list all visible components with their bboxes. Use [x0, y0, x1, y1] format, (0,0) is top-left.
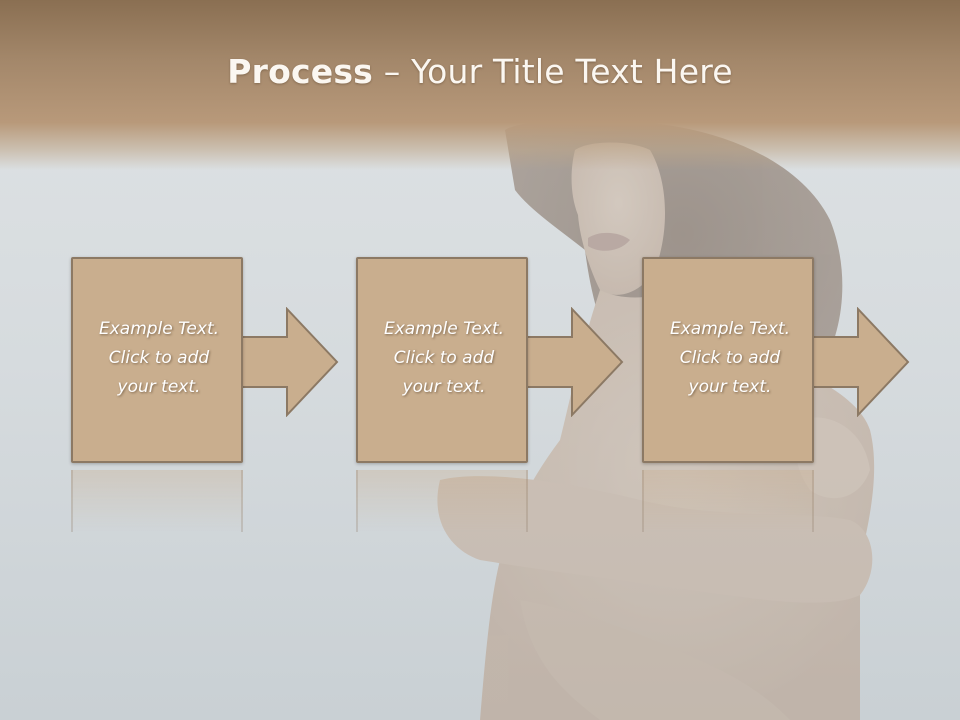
process-step-1[interactable]: Example Text. Click to add your text. — [71, 257, 391, 469]
right-arrow-icon — [812, 307, 910, 417]
step-box[interactable]: Example Text. Click to add your text. — [71, 257, 243, 463]
step-text[interactable]: Example Text. Click to add your text. — [669, 319, 791, 397]
step-box[interactable]: Example Text. Click to add your text. — [356, 257, 528, 463]
step-text[interactable]: Example Text. Click to add your text. — [383, 319, 505, 397]
step-reflection — [642, 470, 814, 532]
right-arrow-icon — [241, 307, 339, 417]
step-reflection — [71, 470, 243, 532]
slide-title[interactable]: Process – Your Title Text Here — [0, 52, 960, 91]
process-step-2[interactable]: Example Text. Click to add your text. — [356, 257, 676, 469]
slide-title-bold: Process — [227, 52, 374, 91]
step-text[interactable]: Example Text. Click to add your text. — [98, 319, 220, 397]
step-reflection — [356, 470, 528, 532]
process-step-3[interactable]: Example Text. Click to add your text. — [642, 257, 960, 469]
step-box[interactable]: Example Text. Click to add your text. — [642, 257, 814, 463]
slide-title-rest: – Your Title Text Here — [373, 52, 733, 91]
right-arrow-icon — [526, 307, 624, 417]
title-bar — [0, 0, 960, 170]
